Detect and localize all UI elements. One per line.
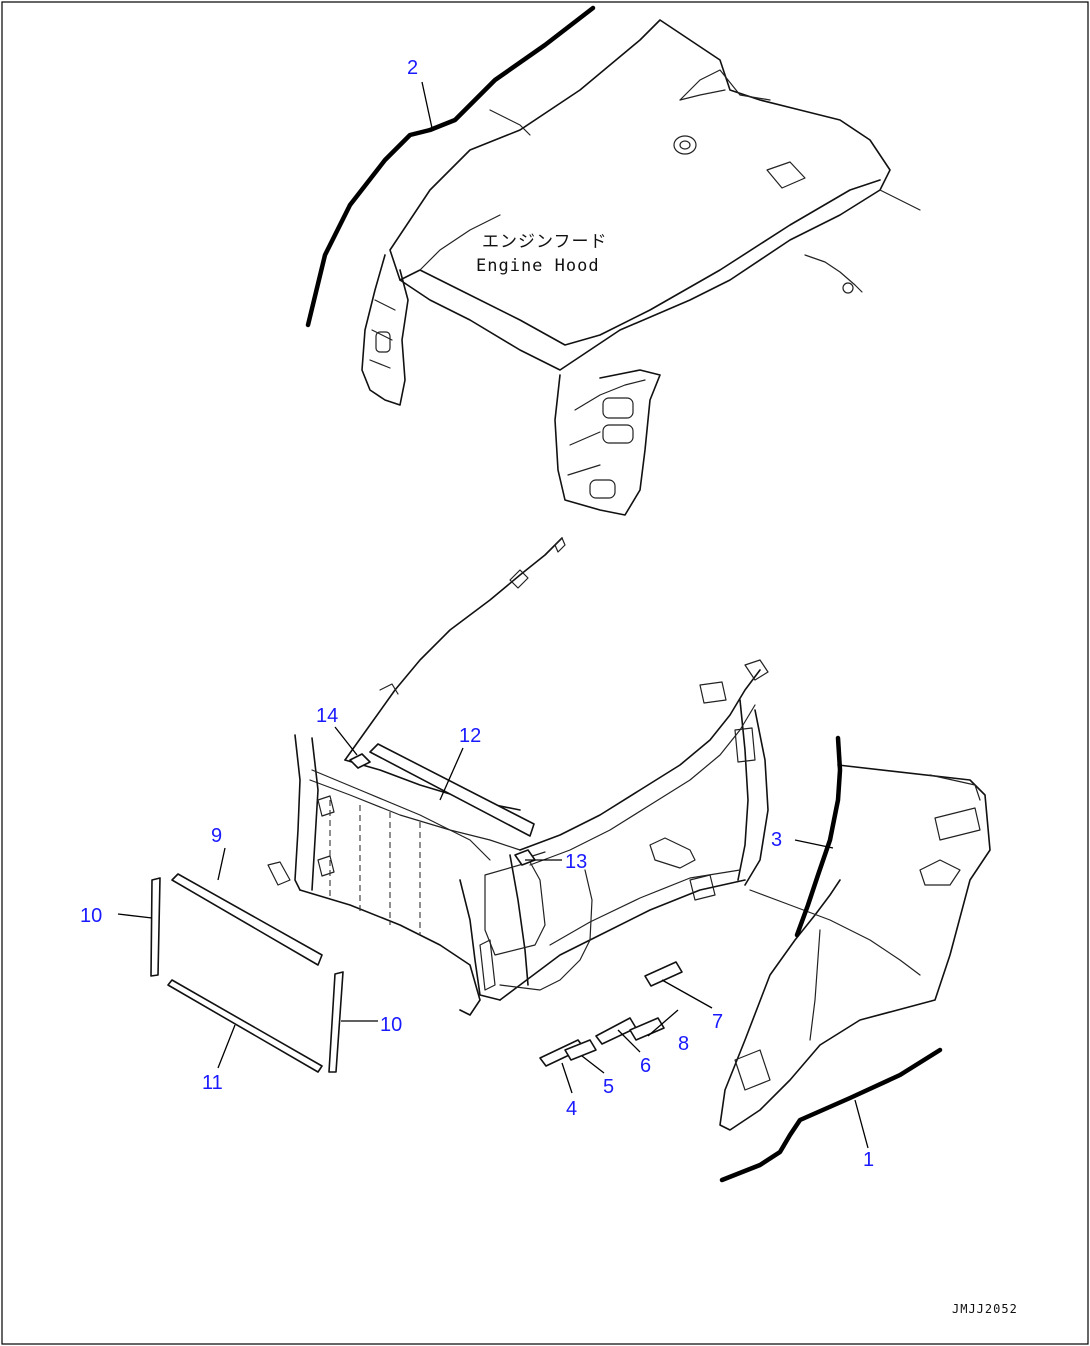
leader-1 <box>854 1099 869 1149</box>
callout-5: 5 <box>603 1076 614 1098</box>
callout-2: 2 <box>407 57 418 79</box>
strip-7 <box>644 961 683 987</box>
seal-3 <box>794 735 843 938</box>
leader-7 <box>661 979 713 1009</box>
hood-label-en: Engine Hood <box>476 256 600 276</box>
leader-5 <box>581 1055 605 1074</box>
strip-12 <box>369 743 535 837</box>
hood-frame <box>267 537 769 1016</box>
leader-3 <box>794 839 834 849</box>
drawing-code: JMJJ2052 <box>952 1302 1018 1316</box>
callout-10-left: 10 <box>80 905 102 927</box>
leader-6 <box>617 1029 641 1053</box>
block-13 <box>514 849 536 866</box>
callout-12: 12 <box>459 725 481 747</box>
strip-11 <box>167 979 323 1073</box>
callout-10-right: 10 <box>380 1014 402 1036</box>
callout-3: 3 <box>771 829 782 851</box>
strip-8 <box>629 1017 665 1041</box>
callout-13: 13 <box>565 851 587 873</box>
leader-4 <box>561 1062 573 1094</box>
callout-4: 4 <box>566 1098 577 1120</box>
strip-9 <box>171 873 323 966</box>
block-14 <box>349 753 371 769</box>
leader-9 <box>217 847 226 881</box>
leader-10-left <box>117 913 153 919</box>
engine-hood: エンジンフード Engine Hood <box>361 19 921 516</box>
strip-10-left <box>150 877 161 977</box>
strip-5 <box>564 1039 597 1061</box>
callout-8: 8 <box>678 1033 689 1055</box>
leader-8 <box>647 1009 679 1037</box>
callout-11: 11 <box>202 1072 223 1094</box>
callout-7: 7 <box>712 1011 723 1033</box>
callout-14: 14 <box>316 705 338 727</box>
leader-2 <box>421 81 433 129</box>
seal-2 <box>305 5 596 328</box>
hood-label-jp: エンジンフード <box>482 232 608 252</box>
leader-12 <box>439 747 464 801</box>
callout-9: 9 <box>211 825 222 847</box>
seal-1 <box>719 1047 943 1183</box>
leader-14 <box>334 726 358 756</box>
strip-10-right <box>328 971 344 1073</box>
callout-1: 1 <box>863 1149 874 1171</box>
leader-11 <box>217 1024 236 1069</box>
callout-6: 6 <box>640 1055 651 1077</box>
side-panel <box>719 764 991 1131</box>
